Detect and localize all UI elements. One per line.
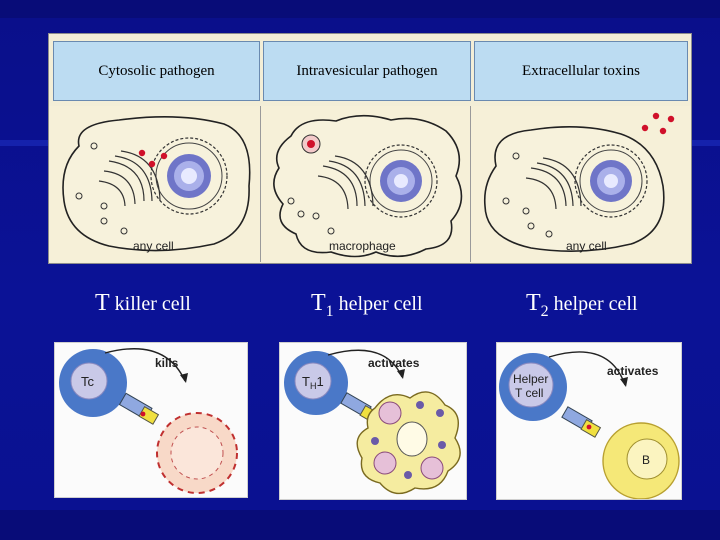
- golgi-apparatus: [525, 157, 582, 210]
- t-cell-label: Tc: [81, 374, 95, 389]
- vesicles: [287, 197, 335, 235]
- mhc-molecule: [138, 405, 160, 425]
- cell-membrane: [483, 126, 665, 252]
- macrophage-membrane: [273, 114, 463, 258]
- card-t-killer: Tc kills: [54, 342, 248, 498]
- card-th1: TH1 activates: [279, 342, 467, 500]
- cell-panel-cytosolic: any cell: [49, 106, 260, 262]
- t-cell-nucleus: [508, 362, 554, 408]
- dying-nucleus: [170, 426, 224, 480]
- arrowhead: [180, 373, 188, 383]
- decorative-bar-left: [0, 140, 60, 146]
- cell-label-any-cell-1: any cell: [133, 239, 174, 253]
- pathogen-location-panel: Cytosolic pathogen Intravesicular pathog…: [48, 33, 692, 264]
- caption-rest: helper cell: [333, 293, 423, 315]
- action-verb: kills: [155, 356, 179, 370]
- t-cell-label: TH1: [302, 374, 324, 391]
- action-verb: activates: [368, 356, 420, 370]
- action-arrow: [327, 349, 403, 378]
- action-verb: activates: [607, 364, 659, 378]
- caption-letter: T: [311, 290, 326, 316]
- b-cell-nucleus: [626, 438, 668, 480]
- arrowhead: [620, 377, 628, 387]
- caption-t-killer-cell: T killer cell: [95, 290, 191, 317]
- caption-subscript: 2: [540, 303, 549, 320]
- nucleus: [574, 144, 648, 218]
- header-intravesicular-pathogen: Intravesicular pathogen: [263, 41, 471, 101]
- t-cell-label-line2: T cell: [515, 386, 543, 400]
- t-cell-label-line1: Helper: [513, 372, 548, 386]
- peptide: [140, 411, 146, 417]
- cell-label-macrophage: macrophage: [329, 239, 396, 253]
- lysosome-dots: [371, 401, 446, 479]
- peptide: [586, 424, 592, 430]
- toxin-dots: [641, 112, 675, 135]
- vesicles: [502, 152, 553, 238]
- caption-t1-helper-cell: T1 helper cell: [311, 290, 423, 320]
- caption-letter: T: [526, 290, 541, 316]
- t-cell-nucleus: [70, 362, 108, 400]
- t-cell-nucleus: [294, 362, 332, 400]
- caption-subscript: 1: [325, 303, 334, 320]
- caption-rest: helper cell: [548, 293, 638, 315]
- card-th2: Helper T cell activates B: [496, 342, 682, 500]
- pathogen-dots: [138, 149, 168, 168]
- infected-vesicles: [373, 401, 444, 480]
- nucleus: [150, 137, 228, 215]
- slide-bottom-band: [0, 510, 720, 540]
- macrophage-nucleus: [396, 421, 428, 457]
- golgi-apparatus: [317, 155, 374, 210]
- cell-label-any-cell-2: any cell: [566, 239, 607, 253]
- header-extracellular-toxins: Extracellular toxins: [474, 41, 688, 101]
- cell-panel-intravesicular: macrophage: [260, 106, 471, 262]
- decorative-bar-right: [665, 140, 720, 146]
- cell-panel-extracellular: any cell: [470, 106, 691, 262]
- vesicles: [75, 142, 128, 235]
- action-arrow: [548, 351, 626, 386]
- header-row: Cytosolic pathogen Intravesicular pathog…: [49, 34, 691, 104]
- b-cell-label: B: [642, 453, 650, 467]
- slide-top-band: [0, 0, 720, 18]
- cell-membrane: [62, 116, 251, 252]
- caption-letter: T: [95, 290, 110, 316]
- action-arrow: [104, 348, 186, 382]
- header-cytosolic-pathogen: Cytosolic pathogen: [53, 41, 260, 101]
- arrowhead: [397, 369, 405, 379]
- vesicle-with-pathogen: [301, 134, 321, 154]
- caption-rest: killer cell: [109, 293, 191, 315]
- caption-t2-helper-cell: T2 helper cell: [526, 290, 638, 320]
- nucleus: [364, 144, 438, 218]
